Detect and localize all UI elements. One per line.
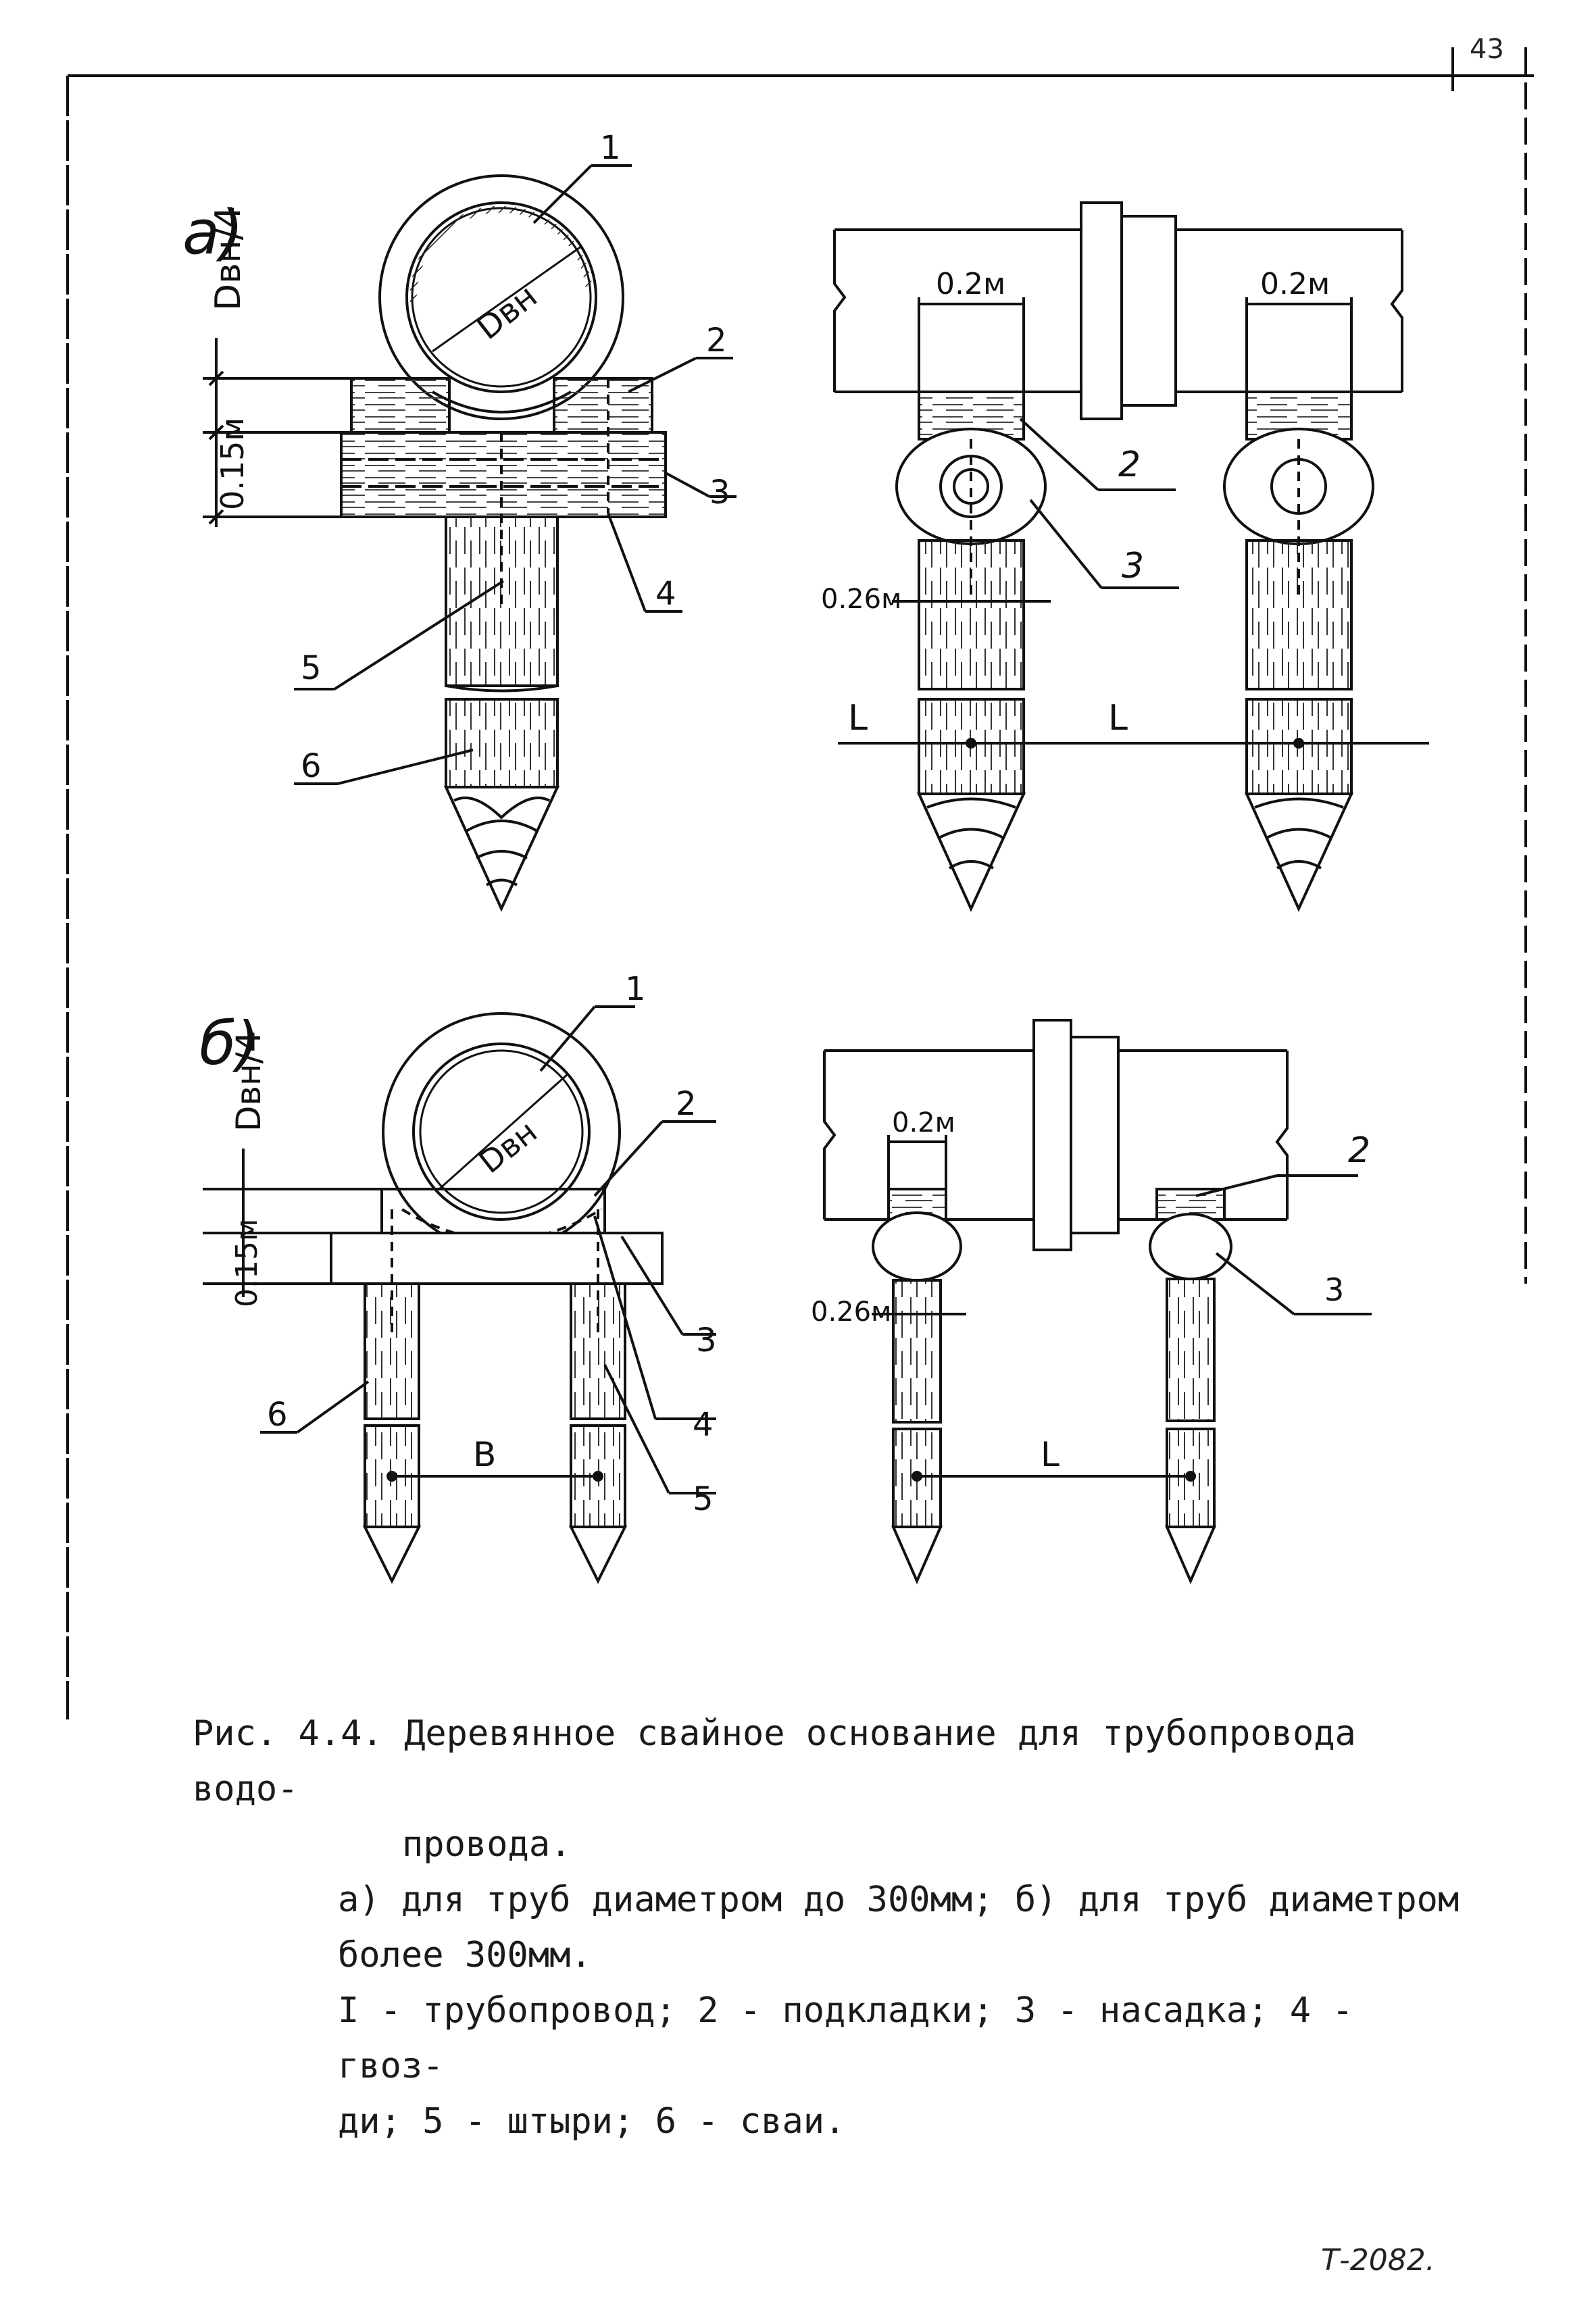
callout-2-b: 2 xyxy=(676,1085,697,1123)
sheet-frame xyxy=(66,47,1534,1719)
caption-line-5: I - трубопровод; 2 - подкладки; 3 - наса… xyxy=(338,1990,1353,2086)
pipe-diameter-label-b: Dвн xyxy=(472,1113,544,1181)
span-b: B xyxy=(473,1435,496,1474)
variant-a-longitudinal xyxy=(833,201,1429,912)
dim-015-b: 0.15м xyxy=(230,1219,264,1307)
variant-b-longitudinal-labels: 0.2м 0.26м L 2 3 xyxy=(811,1107,1370,1474)
caption-line-6: ди; 5 - штыри; 6 - сваи. xyxy=(338,2101,846,2142)
callout-2-b-long: 2 xyxy=(1348,1130,1370,1171)
callout-4: 4 xyxy=(655,575,676,613)
caption-line-1: Рис. 4.4. Деревянное свайное основание д… xyxy=(193,1713,1356,1809)
cap-beam xyxy=(340,431,667,518)
dim-dbn4: Dвн/4 xyxy=(208,206,249,311)
variant-a-section xyxy=(203,164,737,912)
callout-3-long: 3 xyxy=(1122,546,1144,586)
figure-caption: Рис. 4.4. Деревянное свайное основание д… xyxy=(193,1706,1476,2149)
pipe-diameter-label: Dвн xyxy=(470,277,545,347)
callout-4-b: 4 xyxy=(693,1406,714,1444)
pipe-outer xyxy=(378,174,624,420)
callout-5: 5 xyxy=(301,649,322,687)
page-number: 43 xyxy=(1470,34,1504,65)
callout-6-b: 6 xyxy=(267,1396,288,1434)
dim-02-b: 0.2м xyxy=(892,1107,955,1138)
pipe-coupling xyxy=(1080,201,1123,420)
variant-b-marker: б) xyxy=(199,1009,259,1078)
callout-3-b: 3 xyxy=(696,1322,717,1359)
variant-b-section xyxy=(203,1005,716,1584)
span-l-right: L xyxy=(1108,698,1128,738)
pipe-inner xyxy=(405,201,597,393)
callout-2-long: 2 xyxy=(1118,445,1141,485)
span-l-b: L xyxy=(1041,1435,1059,1474)
dim-02-left: 0.2м xyxy=(936,267,1005,301)
callout-6: 6 xyxy=(301,747,322,785)
caption-line-3: а) для труб диаметром до 300мм; б) для т… xyxy=(338,1880,1460,1920)
variant-b-longitudinal xyxy=(823,1019,1372,1584)
dim-026-b: 0.26м xyxy=(811,1297,891,1328)
callout-1-b: 1 xyxy=(625,970,646,1008)
pad-left xyxy=(350,377,451,434)
caption-line-2: провода. xyxy=(402,1824,572,1865)
callout-3: 3 xyxy=(709,474,730,511)
span-l-left: L xyxy=(848,698,868,738)
callout-5-b: 5 xyxy=(693,1480,714,1518)
dim-02-right: 0.2м xyxy=(1260,267,1330,301)
dim-dbn4-b: Dвн/4 xyxy=(229,1031,268,1132)
variant-a-longitudinal-labels: 0.2м 0.2м 0.26м L L 2 3 xyxy=(821,267,1330,738)
caption-line-4: более 300мм. xyxy=(338,1935,592,1976)
dim-026: 0.26м xyxy=(821,584,901,615)
callout-2: 2 xyxy=(706,322,727,359)
variant-a-marker: а) xyxy=(182,197,243,268)
callout-3-b-long: 3 xyxy=(1324,1272,1344,1308)
dim-015: 0.15м xyxy=(214,418,251,510)
document-stamp: Т-2082. xyxy=(1321,2243,1435,2278)
callout-1: 1 xyxy=(600,129,621,167)
